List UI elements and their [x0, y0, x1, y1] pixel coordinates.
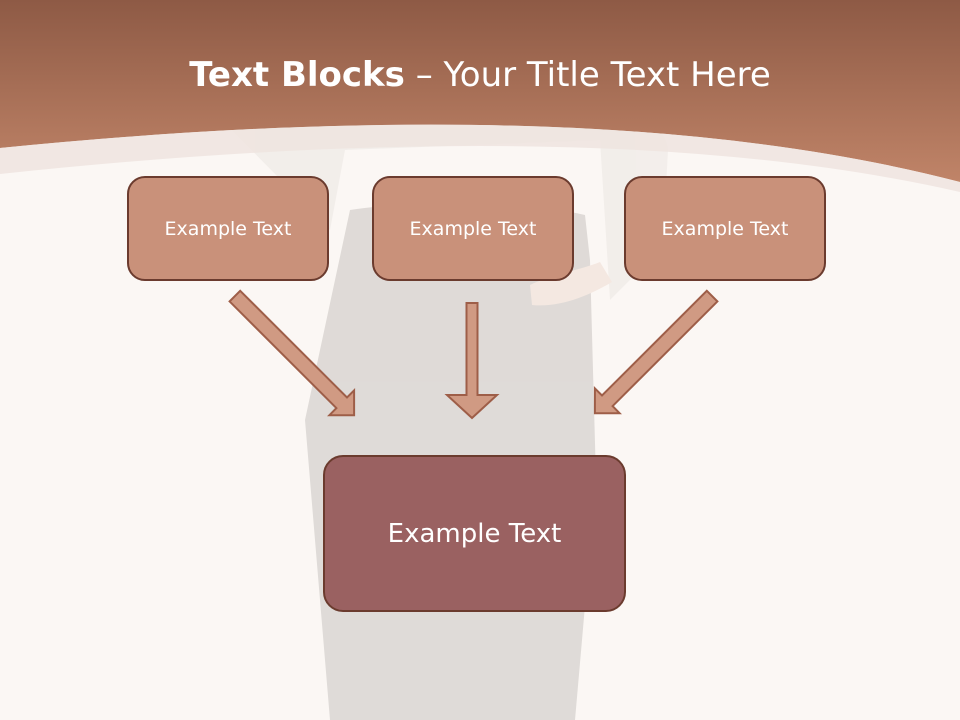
text-block-result: Example Text [323, 455, 626, 612]
text-block-result-label: Example Text [387, 518, 562, 549]
slide-title: Text Blocks – Your Title Text Here [0, 52, 960, 98]
text-block-2: Example Text [372, 176, 574, 281]
arrow-right-diagonal [593, 289, 719, 415]
header-swoosh [0, 124, 960, 192]
title-regular-part: Your Title Text Here [443, 55, 771, 95]
title-bold-part: Text Blocks [189, 55, 405, 95]
arrow-left-diagonal [228, 289, 356, 417]
header-band [0, 0, 960, 182]
text-block-1: Example Text [127, 176, 329, 281]
text-block-1-label: Example Text [164, 217, 292, 240]
text-block-3: Example Text [624, 176, 826, 281]
text-block-3-label: Example Text [661, 217, 789, 240]
text-block-2-label: Example Text [409, 217, 537, 240]
title-dash: – [415, 55, 433, 95]
arrow-center-down [444, 302, 500, 420]
